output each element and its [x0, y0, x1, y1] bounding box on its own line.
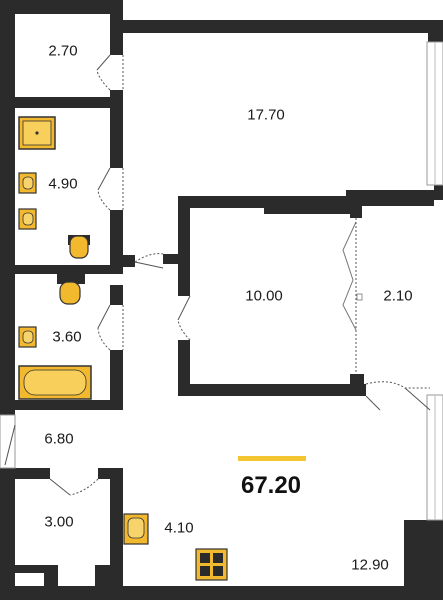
- wall-partition-c: [110, 285, 123, 305]
- window-left: [0, 414, 16, 469]
- door-balcony-swing: [365, 381, 430, 389]
- door-bedroom-swing: [177, 319, 191, 341]
- door-entrance-leaf: [4, 424, 16, 466]
- wall-bedroom-left-b: [178, 340, 190, 396]
- wall-bottom: [0, 586, 443, 600]
- wall-closet-bottom: [350, 374, 364, 396]
- fixtures: [18, 116, 363, 581]
- wall-left-upper: [0, 0, 15, 415]
- wall-right-mid: [434, 185, 443, 200]
- wall-bath-divider: [0, 265, 123, 274]
- wall-bedroom-top-c: [346, 190, 434, 206]
- wall-storage-bottom-a: [44, 565, 58, 600]
- door-storage-leaf: [49, 478, 71, 496]
- toilet-tank-icon: [57, 274, 85, 284]
- wall-storage-bottom-c: [15, 565, 50, 573]
- sink-basin-icon: [22, 176, 34, 190]
- room-area-label: 10.00: [245, 287, 283, 305]
- door-bath2-leaf: [97, 304, 111, 329]
- door-balcony-leaf-b: [404, 387, 431, 411]
- stove-burner-icon: [213, 553, 223, 563]
- bathtub-inner-icon: [23, 369, 87, 396]
- door-wc-swing: [96, 69, 111, 91]
- toilet-icon: [59, 281, 81, 305]
- room-area-label: 12.90: [351, 556, 389, 574]
- stove-burner-icon: [200, 553, 210, 563]
- total-area-accent-bar: [238, 456, 306, 461]
- room-area-label: 6.80: [44, 430, 74, 448]
- kitchen-sink-basin-icon: [127, 517, 145, 539]
- wall-storage-bottom-b: [95, 565, 110, 600]
- door-closet-bifold: [342, 221, 357, 331]
- toilet-icon: [69, 235, 89, 259]
- wall-storage-right: [110, 468, 123, 600]
- door-bath1-swing: [97, 189, 111, 211]
- door-hall-swing: [134, 253, 164, 263]
- wall-stub-hall: [123, 255, 135, 267]
- room-area-label: 2.10: [383, 287, 413, 305]
- stove-burner-icon: [200, 566, 210, 576]
- door-wc-leaf: [96, 54, 111, 71]
- wall-top-main: [110, 20, 428, 33]
- shower-drain-icon: [35, 131, 39, 135]
- total-area-value: 67.20: [240, 472, 302, 499]
- wall-partition-b: [110, 210, 123, 265]
- room-area-label: 3.00: [44, 513, 74, 531]
- wall-top-left: [0, 0, 123, 14]
- wall-closet-top: [350, 200, 362, 218]
- wall-under-wc: [0, 97, 123, 108]
- door-bath2-swing: [97, 327, 111, 351]
- wall-left-lower: [0, 468, 15, 600]
- door-hall-leaf: [134, 261, 164, 269]
- door-balcony-leaf: [365, 395, 381, 411]
- stove-burner-icon: [213, 566, 223, 576]
- wall-partition-d: [110, 350, 123, 408]
- wall-partition-a: [110, 90, 123, 168]
- room-area-label: 17.70: [247, 106, 285, 124]
- wall-storage-top-a: [0, 468, 50, 479]
- room-area-label: 3.60: [52, 328, 82, 346]
- door-storage-swing: [69, 478, 99, 496]
- wall-top-right-corner: [428, 20, 443, 42]
- wall-bedroom-left-a: [178, 196, 190, 296]
- wall-partition-top: [110, 0, 123, 55]
- room-area-label: 2.70: [48, 42, 78, 60]
- sink-basin-icon: [22, 330, 34, 344]
- wall-bedroom-top-b: [264, 196, 360, 214]
- room-area-label: 4.90: [48, 175, 78, 193]
- wall-stub-hall-b: [163, 254, 190, 264]
- wall-under-bath: [0, 400, 123, 410]
- closet-rod-icon: [356, 293, 363, 301]
- wall-bedroom-bottom: [178, 384, 366, 396]
- windows: [0, 41, 443, 521]
- room-area-label: 4.10: [164, 519, 194, 537]
- door-bedroom-leaf: [177, 295, 191, 321]
- sink-basin-icon: [22, 212, 34, 226]
- door-bath1-leaf: [97, 167, 111, 191]
- wall-bedroom-top-a: [178, 196, 266, 208]
- doors: [4, 54, 431, 496]
